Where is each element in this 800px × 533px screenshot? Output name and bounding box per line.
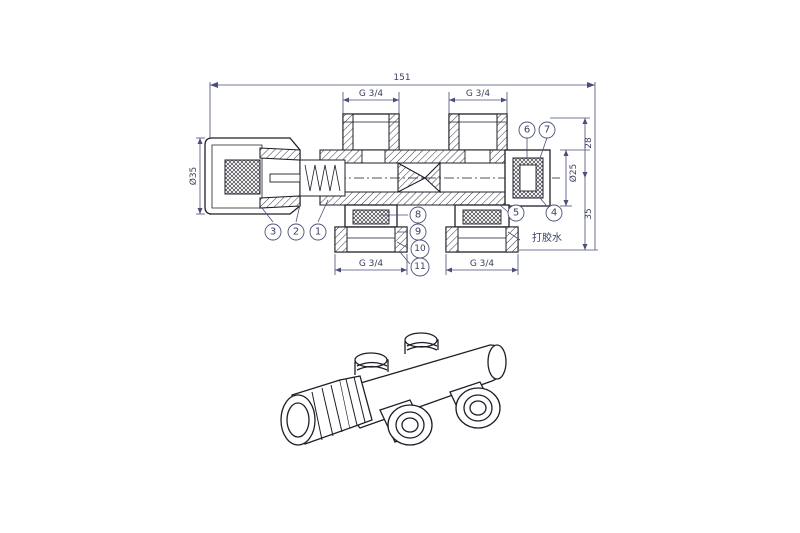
svg-text:2: 2: [293, 227, 299, 238]
svg-text:3: 3: [270, 227, 276, 238]
balloon-part-11: 11: [410, 257, 430, 277]
section-view: 151 G 3/4 G 3/4: [188, 73, 598, 277]
svg-text:5: 5: [513, 208, 519, 219]
thread-label-bottom-left: G 3/4: [359, 259, 384, 269]
balloon-part-9: 9: [409, 223, 427, 241]
balloon-part-6: 6: [518, 121, 536, 139]
lower-fitting-right: [445, 204, 519, 253]
thread-dimension-top-left: G 3/4: [342, 89, 400, 115]
balloon-part-2: 2: [287, 223, 305, 241]
iso-upper-outlet-right: [404, 332, 439, 354]
height-top-label: 28: [584, 137, 594, 149]
lower-fitting-left: [334, 204, 408, 253]
height-bottom-label: 35: [584, 208, 594, 219]
svg-text:4: 4: [551, 208, 557, 219]
glue-note-label: 打胶水: [532, 231, 562, 244]
balloon-part-8: 8: [409, 206, 427, 224]
svg-text:1: 1: [315, 227, 321, 238]
overall-length-label: 151: [393, 73, 410, 83]
upper-outlet-right: [448, 113, 508, 151]
knob-diameter-label: Ø35: [188, 167, 199, 186]
iso-tube-end: [487, 344, 507, 380]
body-diameter-label: Ø25: [568, 164, 579, 183]
right-vertical-dimensions: 28 Ø25 35: [519, 117, 598, 251]
upper-outlet-left: [342, 113, 400, 151]
thread-dimension-bottom-left: G 3/4: [334, 254, 408, 275]
thermostatic-head-section: [204, 137, 346, 215]
balloon-part-5: 5: [507, 204, 525, 222]
svg-text:10: 10: [414, 244, 426, 254]
balloon-part-10: 10: [410, 239, 430, 259]
balloon-part-1: 1: [309, 223, 327, 241]
iso-lower-fitting-right: [449, 381, 501, 429]
thread-label-top-right: G 3/4: [466, 89, 491, 99]
valve-body-section: [300, 149, 560, 206]
thread-label-top-left: G 3/4: [359, 89, 384, 99]
svg-text:7: 7: [544, 125, 550, 136]
iso-lower-fitting-left: [379, 399, 433, 446]
thread-dimension-top-right: G 3/4: [448, 89, 508, 115]
balloon-part-4: 4: [545, 204, 563, 222]
svg-text:9: 9: [415, 227, 421, 238]
svg-text:6: 6: [524, 125, 530, 136]
right-end-cap: [504, 149, 551, 207]
part-balloons: 1 2 3 4 5 6 7 8 9: [261, 121, 563, 277]
knob-diameter-dimension: Ø35: [188, 137, 205, 215]
balloon-part-3: 3: [264, 223, 282, 241]
svg-text:8: 8: [415, 210, 421, 221]
balloon-part-7: 7: [538, 121, 556, 139]
isometric-view: [280, 332, 507, 446]
svg-text:11: 11: [414, 262, 425, 272]
thread-label-bottom-right: G 3/4: [470, 259, 495, 269]
iso-upper-outlet-left: [354, 352, 389, 375]
glue-note: 打胶水: [507, 231, 562, 244]
thread-dimension-bottom-right: G 3/4: [445, 254, 519, 275]
iso-thermostatic-knob: [280, 375, 373, 446]
